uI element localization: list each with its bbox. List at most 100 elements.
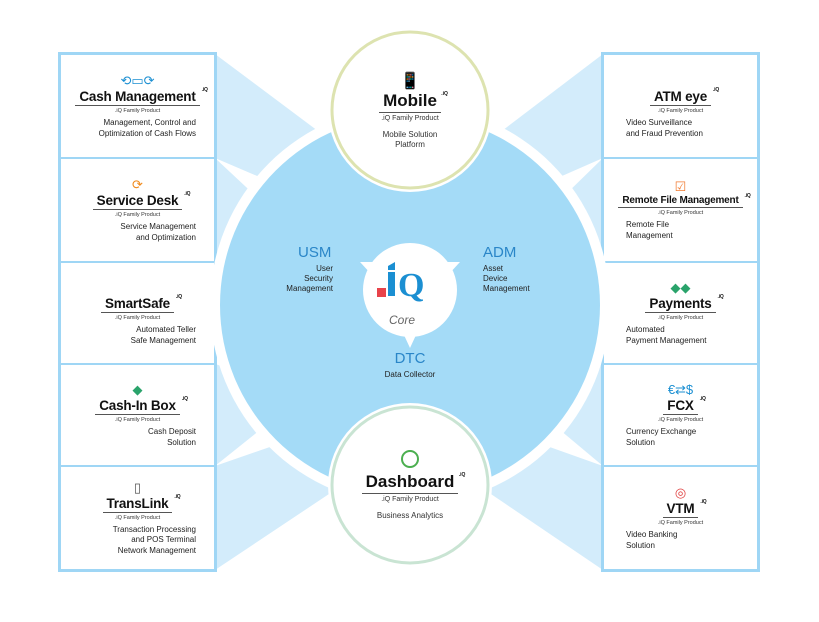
product-family: .iQ Family Product (657, 417, 704, 423)
product-sup: .iQ (174, 493, 181, 500)
fan-right-4 (560, 364, 603, 466)
banknote-cycle-icon: ⟲▭⟳ (120, 73, 155, 88)
product-desc: Network Management (117, 545, 196, 555)
module-desc: User (316, 264, 333, 273)
product-title: SmartSafe (105, 296, 170, 311)
currency-exchange-icon: €⇄$ (667, 382, 694, 397)
product-desc: and Optimization (135, 232, 196, 242)
product-title: TransLink (106, 495, 169, 511)
product-sup: .iQ (181, 396, 188, 402)
product-sup: .iQ (184, 191, 191, 197)
product-family: .iQ Family Product (114, 315, 161, 321)
module-desc: Data Collector (384, 370, 436, 379)
mobile-ring (330, 30, 490, 190)
product-sup: .iQ (712, 87, 720, 93)
product-sup: .iQ (699, 396, 706, 402)
product-title: FCX (667, 398, 694, 413)
product-desc: Solution (626, 437, 655, 447)
product-desc: Mobile Solution (382, 129, 438, 139)
product-title: Mobile (383, 90, 437, 110)
module-adm: ADM Asset Device Management (483, 244, 530, 294)
product-family: .iQ Family Product (381, 495, 439, 503)
product-desc: Cash Deposit (147, 427, 196, 436)
product-desc: Management, Control and (103, 118, 197, 127)
product-title: Payments (649, 296, 712, 311)
dashboard-ring (330, 405, 490, 565)
checked-folder-icon: ☑ (674, 179, 687, 194)
product-title: Service Desk (96, 193, 179, 208)
chart-icon (401, 449, 419, 468)
product-family: .iQ Family Product (657, 108, 704, 114)
product-desc: Service Management (120, 222, 196, 231)
video-globe-icon: ◎ (674, 485, 687, 500)
product-title: Cash-In Box (99, 398, 176, 413)
fan-left-4 (215, 364, 260, 466)
product-desc: Solution (626, 540, 655, 550)
product-desc: Video Banking (626, 530, 678, 539)
product-desc: Remote File (626, 220, 670, 229)
refresh-icon: ⟳ (132, 177, 143, 192)
product-desc: Transaction Processing (112, 524, 196, 534)
pos-terminal-icon: ▯ (133, 479, 142, 495)
product-dashboard[interactable]: Dashboard.iQ .iQ Family Product Business… (335, 410, 485, 560)
product-desc: and Fraud Prevention (626, 128, 703, 138)
product-desc: Currency Exchange (626, 427, 697, 436)
box-icon: ◆ (132, 382, 143, 397)
product-desc: Automated (626, 325, 665, 334)
product-sup: .iQ (441, 90, 448, 97)
product-desc: Payment Management (626, 335, 707, 345)
product-card[interactable]: ☑Remote File Management.iQ.iQ Family Pro… (604, 159, 757, 261)
product-sup: .iQ (201, 87, 208, 93)
product-desc: and POS Terminal (131, 535, 196, 545)
product-sup: .iQ (458, 471, 466, 478)
product-family: .iQ Family Product (114, 514, 161, 521)
module-desc: Management (483, 284, 530, 293)
product-desc: Business Analytics (376, 510, 444, 520)
product-desc: Solution (167, 437, 196, 447)
product-family: .iQ Family Product (114, 212, 161, 218)
product-family: .iQ Family Product (114, 108, 161, 114)
product-desc: Platform (395, 139, 425, 149)
product-title: Cash Management (79, 89, 196, 104)
product-title: Dashboard (365, 471, 455, 491)
product-sup: .iQ (175, 294, 182, 300)
phone-icon: 📱 (400, 72, 420, 90)
product-family: .iQ Family Product (657, 315, 704, 321)
product-title: Remote File Management (622, 195, 739, 206)
module-abbr: DTC (394, 350, 426, 367)
module-abbr: ADM (483, 244, 517, 261)
iq-logo-core: Core (389, 313, 415, 327)
module-desc: Management (286, 284, 333, 293)
module-dtc: DTC Data Collector (370, 350, 450, 380)
product-mobile[interactable]: 📱 Mobile .iQ .iQ Family Product Mobile So… (335, 35, 485, 185)
payment-cards-icon: ◆◆ (670, 280, 691, 295)
module-desc: Device (483, 274, 508, 283)
product-family: .iQ Family Product (381, 114, 439, 122)
product-sup: .iQ (700, 499, 707, 505)
product-family: .iQ Family Product (114, 417, 161, 423)
module-desc: Security (304, 274, 333, 283)
product-desc: Optimization of Cash Flows (98, 128, 196, 138)
module-desc: Asset (483, 264, 504, 273)
product-sup: .iQ (717, 294, 724, 300)
product-desc: Safe Management (130, 335, 196, 345)
module-abbr: USM (298, 244, 332, 261)
product-sup: .iQ (744, 193, 751, 199)
product-family: .iQ Family Product (657, 210, 704, 216)
product-title: ATM eye (653, 89, 708, 104)
product-desc: Management (626, 230, 673, 240)
iq-core-logo: Q Core (360, 243, 460, 348)
product-desc: Video Surveillance (626, 118, 693, 127)
module-usm: USM User Security Management (270, 244, 333, 294)
product-title: VTM (666, 501, 695, 516)
